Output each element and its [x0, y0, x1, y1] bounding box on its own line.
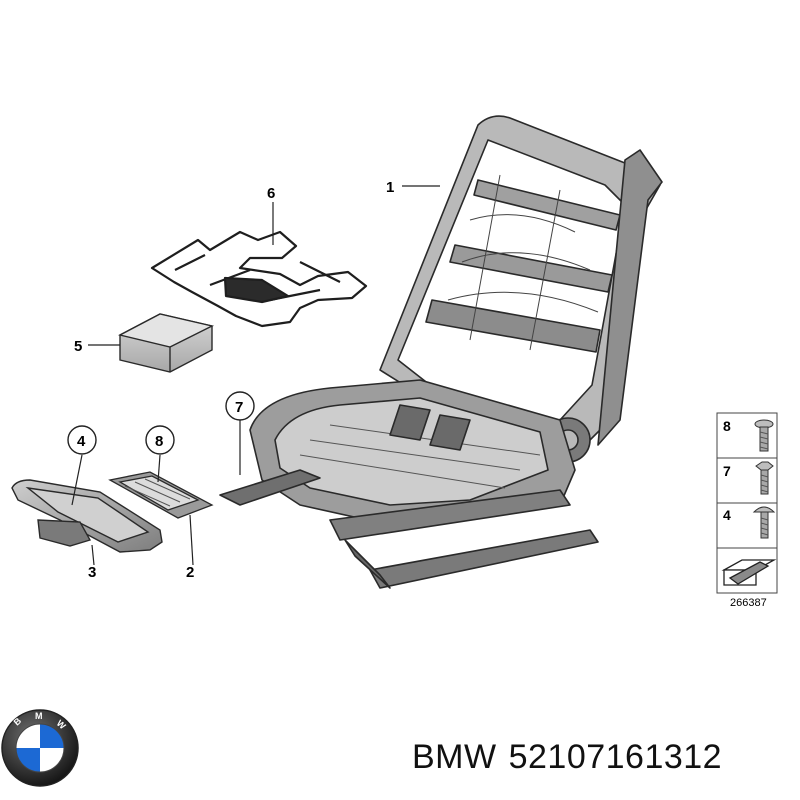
seat-frame	[219, 115, 663, 589]
part-number: 52107161312	[508, 738, 723, 776]
flat-head-screw-icon	[754, 419, 774, 452]
callout-4: 4	[77, 433, 86, 450]
seat-pan-cover	[11, 479, 163, 553]
pan-head-screw-icon	[752, 506, 776, 539]
callout-6: 6	[267, 185, 275, 202]
callout-leaders	[71, 185, 440, 566]
callout-4-circle	[67, 425, 97, 455]
diagram-reference-code: 266387	[730, 597, 767, 609]
part-number-caption: BMW 52107161312	[412, 738, 792, 788]
svg-text:M: M	[35, 711, 43, 721]
bmw-logo: B M W	[1, 709, 79, 787]
legend-number-4: 4	[723, 507, 731, 523]
hex-head-screw-icon	[755, 461, 774, 495]
arrow-placeholder-icon	[721, 559, 777, 586]
callout-8-circle	[145, 425, 175, 455]
fastener-legend: 8 7 4 266387	[716, 412, 778, 609]
heating-mat	[150, 230, 368, 328]
callout-2: 2	[186, 564, 194, 581]
callout-3: 3	[88, 564, 96, 581]
control-module-box	[118, 313, 215, 373]
brand-name: BMW	[412, 738, 497, 776]
legend-number-8: 8	[723, 418, 731, 434]
callout-labels: 1 2 3 4 5 6 7 8	[67, 179, 394, 581]
callout-7-circle	[225, 391, 255, 421]
callout-8: 8	[155, 433, 163, 450]
callout-1: 1	[386, 179, 394, 196]
seat-slide-plate	[108, 471, 214, 519]
callout-7: 7	[235, 399, 243, 416]
callout-5: 5	[74, 338, 82, 355]
legend-number-7: 7	[723, 463, 731, 479]
svg-text:B: B	[12, 715, 24, 727]
